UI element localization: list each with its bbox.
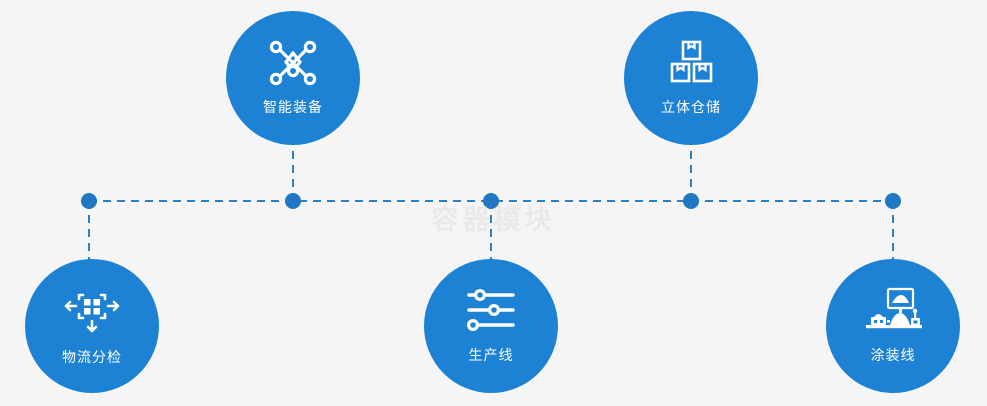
node-label-production-line: 生产线 — [468, 348, 514, 364]
junction-intelligent-equipment[interactable] — [285, 193, 301, 209]
sliders-icon — [463, 287, 519, 333]
node-intelligent-equipment[interactable]: 智能装备 — [226, 11, 360, 145]
stacked-boxes-icon — [665, 39, 717, 87]
node-painting-line[interactable]: 涂装线 — [826, 259, 960, 393]
junction-logistics-sorting[interactable] — [81, 193, 97, 209]
network-nodes-icon — [265, 39, 321, 87]
node-label-intelligent-equipment: 智能装备 — [263, 100, 323, 116]
sorting-scan-arrows-icon — [62, 285, 122, 335]
junction-production-line[interactable] — [483, 193, 499, 209]
node-production-line[interactable]: 生产线 — [424, 259, 558, 393]
node-logistics-sorting[interactable]: 物流分检 — [25, 259, 159, 393]
junction-painting-line[interactable] — [885, 193, 901, 209]
node-label-stereoscopic-warehouse: 立体仓储 — [661, 100, 721, 116]
node-label-painting-line: 涂装线 — [870, 348, 916, 364]
node-label-logistics-sorting: 物流分检 — [62, 350, 122, 366]
paint-booth-icon — [862, 287, 924, 333]
node-stereoscopic-warehouse[interactable]: 立体仓储 — [624, 11, 758, 145]
junction-stereoscopic-warehouse[interactable] — [683, 193, 699, 209]
